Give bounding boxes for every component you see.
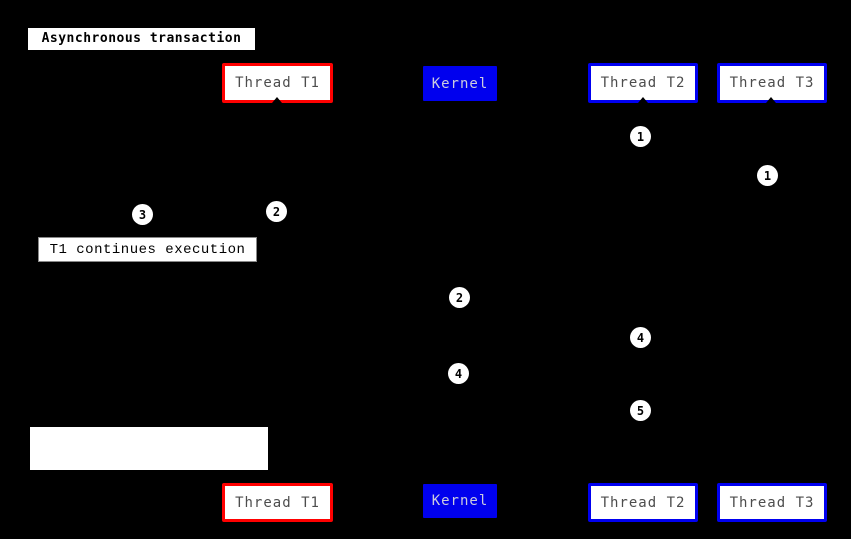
arrowhead-notch-t2-bottom bbox=[638, 477, 648, 483]
sequence-marker-4-kernel: 4 bbox=[448, 363, 469, 384]
participant-thread-t3-top: Thread T3 bbox=[717, 63, 827, 103]
diagram-title: Asynchronous transaction bbox=[28, 28, 255, 50]
sequence-marker-5-t2: 5 bbox=[630, 400, 651, 421]
arrowhead-notch-t2-top bbox=[638, 97, 648, 103]
participant-kernel-top: Kernel bbox=[423, 66, 497, 101]
participant-thread-t1-top: Thread T1 bbox=[222, 63, 333, 103]
sequence-marker-2-t1: 2 bbox=[266, 201, 287, 222]
participant-thread-t1-bottom: Thread T1 bbox=[222, 483, 333, 522]
note-blank bbox=[30, 427, 268, 470]
sequence-marker-1-t2: 1 bbox=[630, 126, 651, 147]
participant-kernel-bottom: Kernel bbox=[423, 484, 497, 518]
sequence-marker-1-t3: 1 bbox=[757, 165, 778, 186]
arrowhead-notch-t1-top bbox=[272, 97, 282, 103]
participant-thread-t2-bottom: Thread T2 bbox=[588, 483, 698, 522]
participant-thread-t3-bottom: Thread T3 bbox=[717, 483, 827, 522]
sequence-marker-3-t1: 3 bbox=[132, 204, 153, 225]
note-t1-continues-execution: T1 continues execution bbox=[38, 237, 257, 262]
arrowhead-notch-t3-bottom bbox=[764, 477, 774, 483]
sequence-marker-2-kernel: 2 bbox=[449, 287, 470, 308]
participant-thread-t2-top: Thread T2 bbox=[588, 63, 698, 103]
arrowhead-notch-t1-bottom bbox=[272, 477, 282, 483]
arrowhead-notch-t3-top bbox=[766, 97, 776, 103]
sequence-marker-4-t2: 4 bbox=[630, 327, 651, 348]
